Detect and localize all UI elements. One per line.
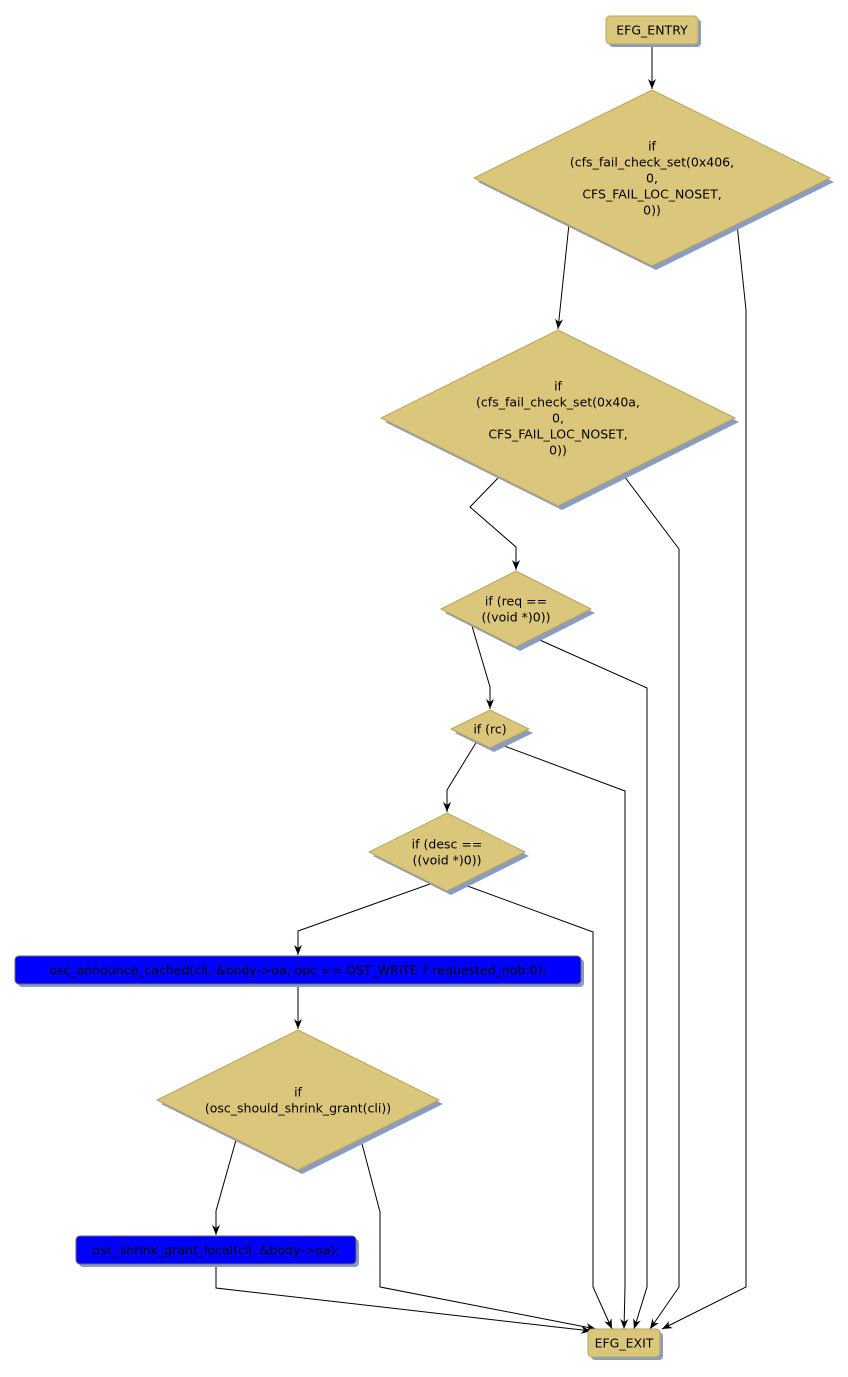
node-cond4[interactable]: if (rc) bbox=[449, 709, 533, 752]
cond3-shape[interactable] bbox=[439, 570, 593, 648]
nodes-layer: EFG_ENTRYif(cfs_fail_check_set(0x406,0,C… bbox=[14, 15, 834, 1360]
cond4-shape[interactable] bbox=[449, 709, 531, 749]
node-cond5[interactable]: if (desc ==((void *)0)) bbox=[367, 812, 529, 895]
cond2-label-line: if bbox=[554, 379, 562, 394]
edge-cond6-exit bbox=[360, 1139, 597, 1332]
cond1-label-line: CFS_FAIL_LOC_NOSET, bbox=[582, 187, 721, 202]
cond1-label-line: if bbox=[648, 139, 656, 154]
cond1-label-line: (cfs_fail_check_set(0x406, bbox=[570, 155, 734, 170]
node-cond1[interactable]: if(cfs_fail_check_set(0x406,0,CFS_FAIL_L… bbox=[472, 89, 834, 270]
cond1-label-line: 0, bbox=[646, 171, 658, 186]
cond2-shape[interactable] bbox=[379, 329, 737, 507]
cond3-label-line: ((void *)0)) bbox=[481, 610, 550, 625]
node-cond2[interactable]: if(cfs_fail_check_set(0x40a,0,CFS_FAIL_L… bbox=[379, 329, 739, 510]
cond2-label-line: 0, bbox=[552, 411, 564, 426]
node-stmt1[interactable]: osc_announce_cached(cli, &body->oa, opc … bbox=[14, 955, 584, 987]
cond2-label-line: 0)) bbox=[549, 443, 567, 458]
cond2-label-line: (cfs_fail_check_set(0x40a, bbox=[476, 395, 640, 410]
cond3-label-line: if (req == bbox=[485, 594, 547, 609]
cond6-label-line: (osc_should_shrink_grant(cli)) bbox=[205, 1101, 391, 1116]
edge-cond3-exit bbox=[532, 636, 648, 1330]
stmt2-label-line: osc_shrink_grant_local(cli, &body->oa); bbox=[92, 1243, 339, 1258]
node-cond6[interactable]: if(osc_should_shrink_grant(cli)) bbox=[155, 1029, 443, 1174]
stmt1-label-line: osc_announce_cached(cli, &body->oa, opc … bbox=[49, 963, 546, 978]
edge-cond5-stmt1 bbox=[294, 883, 431, 955]
exit-shape[interactable] bbox=[587, 1328, 661, 1358]
edge-cond1-exit bbox=[661, 223, 747, 1330]
stmt1-shape[interactable] bbox=[14, 955, 582, 985]
node-exit[interactable]: EFG_EXIT bbox=[587, 1328, 663, 1360]
edge-cond4-exit bbox=[498, 743, 629, 1330]
cond6-shape[interactable] bbox=[155, 1029, 441, 1171]
node-entry[interactable]: EFG_ENTRY bbox=[605, 15, 701, 47]
node-stmt2[interactable]: osc_shrink_grant_local(cli, &body->oa); bbox=[75, 1235, 359, 1267]
edges-layer bbox=[212, 44, 747, 1334]
exit-label-line: EFG_EXIT bbox=[595, 1336, 654, 1351]
cond5-label-line: if (desc == bbox=[412, 837, 483, 852]
edge-cond5-exit bbox=[461, 883, 613, 1330]
edge-stmt2-exit bbox=[215, 1265, 592, 1334]
cond1-shape[interactable] bbox=[472, 89, 832, 267]
cond5-shape[interactable] bbox=[367, 812, 527, 892]
cond2-label-line: CFS_FAIL_LOC_NOSET, bbox=[488, 427, 627, 442]
edge-cond2-cond3 bbox=[469, 477, 520, 570]
edge-cond4-cond5 bbox=[443, 740, 478, 812]
node-cond3[interactable]: if (req ==((void *)0)) bbox=[439, 570, 595, 651]
cond1-label-line: 0)) bbox=[643, 203, 661, 218]
cond5-label-line: ((void *)0)) bbox=[412, 853, 481, 868]
entry-label-line: EFG_ENTRY bbox=[616, 23, 688, 38]
cond4-label-line: if (rc) bbox=[473, 722, 506, 737]
edge-cond1-cond2 bbox=[555, 223, 570, 330]
cond6-label-line: if bbox=[294, 1085, 302, 1100]
entry-shape[interactable] bbox=[605, 15, 699, 45]
edge-cond2-exit bbox=[623, 475, 680, 1330]
stmt2-shape[interactable] bbox=[75, 1235, 357, 1265]
edge-cond3-cond4 bbox=[471, 625, 494, 709]
edge-cond6-stmt2 bbox=[212, 1139, 237, 1235]
